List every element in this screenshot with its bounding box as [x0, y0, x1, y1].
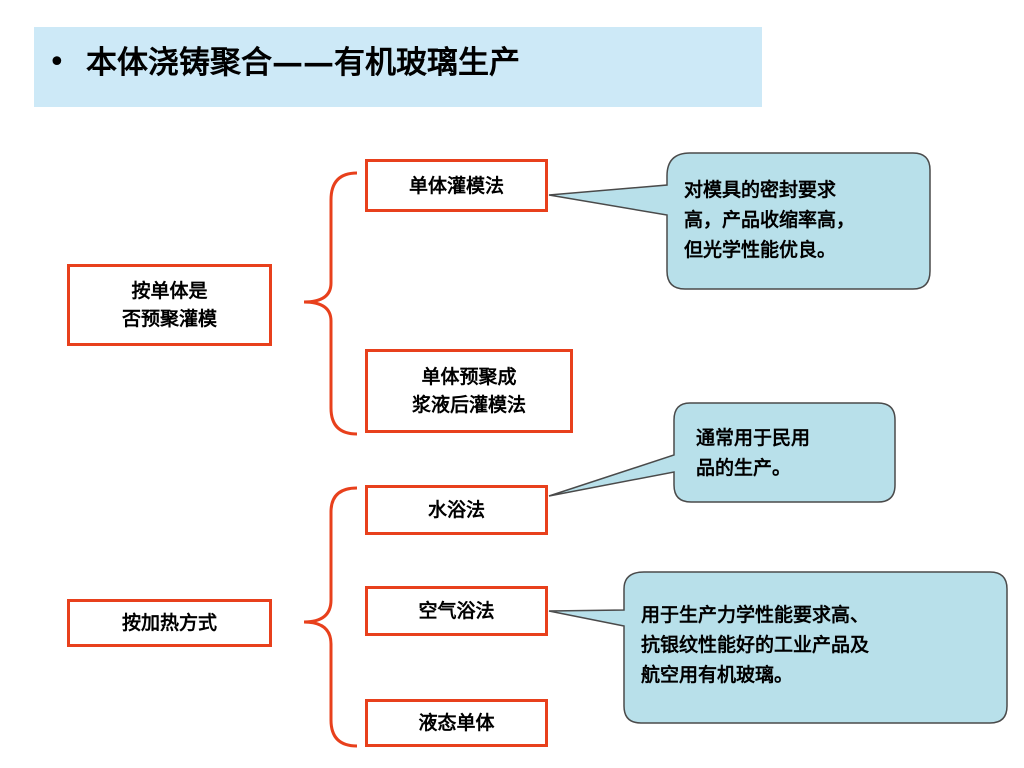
title-bullet: • — [48, 45, 66, 80]
callout-bubble-1 — [548, 152, 931, 290]
method-box-water-bath: 水浴法 — [365, 485, 548, 535]
category-box-prepolymerization: 按单体是 否预聚灌模 — [67, 264, 272, 346]
method-box-prepolymer-casting: 单体预聚成 浆液后灌模法 — [365, 349, 573, 433]
callout-bubble-3 — [548, 571, 1008, 724]
page-title: 本体浇铸聚合——有机玻璃生产 — [86, 45, 520, 81]
method-box-monomer-casting: 单体灌模法 — [365, 159, 548, 212]
method-box-liquid-monomer: 液态单体 — [365, 699, 548, 747]
category-box-heating-method: 按加热方式 — [67, 599, 272, 647]
brace-group-2 — [303, 486, 358, 748]
method-box-air-bath: 空气浴法 — [365, 586, 548, 636]
brace-group-1 — [303, 171, 358, 436]
title-bar: • 本体浇铸聚合——有机玻璃生产 — [34, 27, 762, 107]
callout-text-1: 对模具的密封要求 高，产品收缩率高， 但光学性能优良。 — [684, 179, 856, 261]
callout-text-2: 通常用于民用 品的生产。 — [696, 427, 811, 479]
callout-text-3: 用于生产力学性能要求高、 抗银纹性能好的工业产品及 航空用有机玻璃。 — [641, 604, 870, 686]
callout-bubble-2 — [548, 402, 896, 503]
